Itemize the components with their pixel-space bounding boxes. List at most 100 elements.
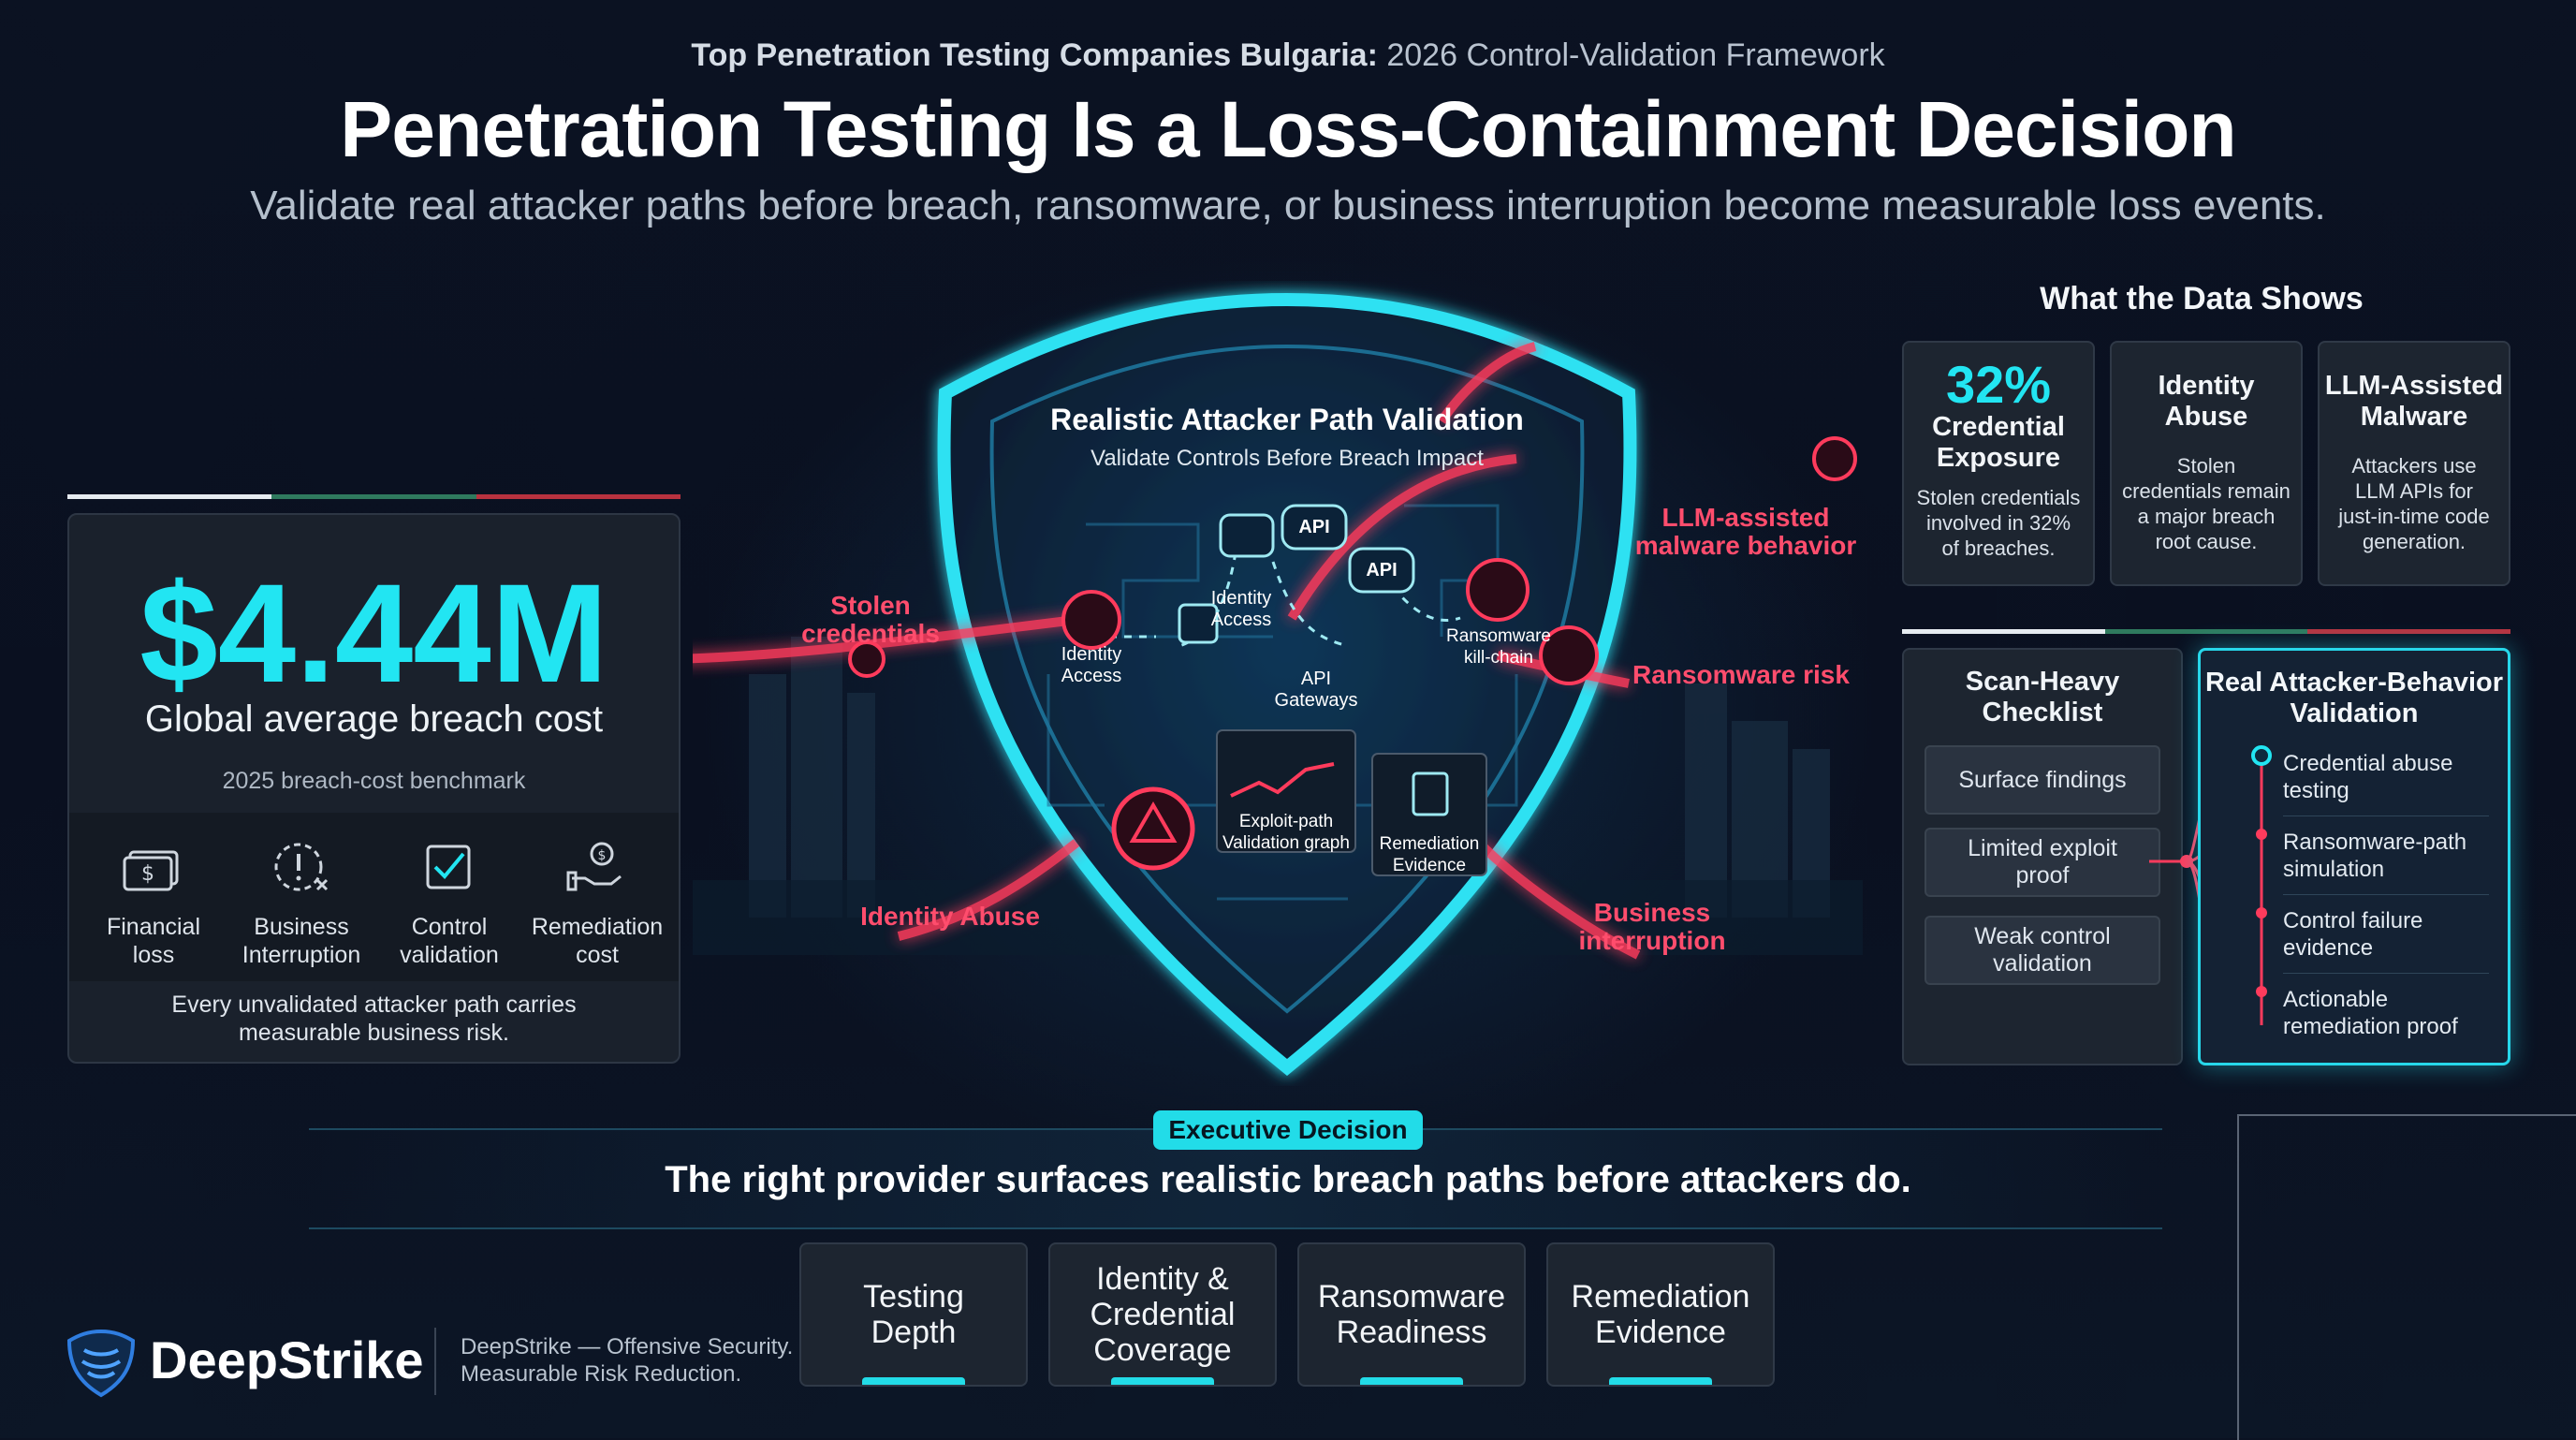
cloud-icon — [1219, 513, 1275, 558]
scan-title-line: Scan-Heavy — [1965, 667, 2120, 697]
threat-label-line: Business — [1593, 898, 1711, 927]
risk-footer-line-1: Every unvalidated attacker path carries — [171, 992, 577, 1018]
criterion-line: Readiness — [1336, 1315, 1487, 1350]
impact-label-2: validation — [400, 942, 499, 968]
threat-identity-abuse: Identity Abuse — [860, 902, 1040, 931]
stat-card-credential-exposure: 32% Credential Exposure Stolen credentia… — [1902, 341, 2095, 586]
tricolor-bar-left — [67, 494, 681, 499]
node-label-line: Access — [1061, 666, 1122, 686]
node-label-line: Identity — [1061, 644, 1122, 665]
real-title-line: Validation — [2290, 698, 2419, 728]
executive-statement: The right provider surfaces realistic br… — [665, 1159, 1911, 1200]
node-api-2: API — [1366, 560, 1398, 580]
criterion-line: Coverage — [1093, 1332, 1232, 1368]
interruption-icon — [274, 843, 329, 891]
brand-tagline: DeepStrike — Offensive Security.Measurab… — [461, 1333, 793, 1388]
impact-label-1: Business — [254, 914, 349, 940]
stat-text-line: credentials remain — [2122, 479, 2291, 503]
breach-cost-benchmark: 2025 breach-cost benchmark — [222, 768, 526, 794]
criterion-line: Credential — [1090, 1297, 1236, 1332]
stat-text-line: Stolen credentials — [1916, 486, 2081, 509]
deepstrike-logo-icon — [66, 1329, 136, 1398]
node-label-line: API — [1300, 669, 1332, 689]
threat-label-line: credentials — [801, 619, 940, 648]
real-item-line: Control failure — [2283, 908, 2423, 933]
scan-title-line: Checklist — [1982, 698, 2103, 727]
scan-item-line: Surface findings — [1958, 766, 2127, 793]
real-item-line: Credential abuse — [2283, 751, 2453, 776]
stat-heading-2: Malware — [2360, 402, 2468, 432]
lock-icon — [1178, 603, 1219, 644]
criterion-line: Identity & — [1096, 1261, 1229, 1297]
node-label-line: Remediation — [1379, 834, 1480, 854]
data-shows-title: What the Data Shows — [2040, 281, 2364, 316]
stat-heading-2: Abuse — [2164, 402, 2248, 432]
real-item-line: evidence — [2283, 935, 2374, 961]
node-label-line: Gateways — [1274, 690, 1358, 711]
corner-frame — [2237, 1114, 2576, 1440]
real-item-line: Ransomware-path — [2283, 830, 2467, 855]
node-label-line: Ransomware — [1446, 626, 1551, 646]
attacker-path-shield-graphic: Realistic Attacker Path Validation Valid… — [693, 281, 1863, 1086]
threat-label-line: interruption — [1578, 926, 1726, 955]
stat-heading-2: Exposure — [1936, 443, 2061, 473]
node-label-line: Evidence — [1392, 856, 1467, 875]
criterion-line: Ransomware — [1317, 1279, 1506, 1315]
real-item-line: Actionable — [2283, 987, 2389, 1012]
criterion-line: Evidence — [1595, 1315, 1726, 1350]
impact-label-1: Control — [411, 914, 488, 940]
real-item-line: simulation — [2283, 857, 2385, 882]
svg-text:$: $ — [598, 848, 607, 863]
breach-cost-panel: $4.44M Global average breach cost 2025 b… — [67, 513, 681, 1064]
breach-cost-label: Global average breach cost — [144, 698, 604, 740]
shield-subtitle: Validate Controls Before Breach Impact — [1090, 446, 1484, 471]
threat-label-line: Stolen — [830, 591, 911, 620]
warning-icon — [1111, 786, 1195, 871]
tricolor-bar-right — [1902, 629, 2511, 634]
shield-alert-icon — [1812, 436, 1857, 481]
stat-heading-1: LLM-Assisted — [2324, 371, 2504, 401]
criterion-line: Remediation — [1571, 1279, 1750, 1315]
stat-text-line: just-in-time code — [2338, 505, 2490, 528]
scan-item-line: Limited exploit — [1968, 835, 2117, 861]
validation-steps-line — [2251, 745, 2272, 1025]
impact-label-1: Financial — [106, 914, 201, 940]
real-title-line: Real Attacker-Behavior — [2204, 668, 2504, 698]
stat-text-line: a major breach — [2137, 505, 2276, 528]
scan-item-line: Weak control — [1974, 923, 2111, 949]
scan-item-line: validation — [1993, 950, 2092, 977]
hand-coin-icon: $ — [566, 842, 622, 891]
real-item-line: remediation proof — [2283, 1014, 2458, 1039]
shield-title: Realistic Attacker Path Validation — [1050, 403, 1524, 436]
page-title: Penetration Testing Is a Loss-Containmen… — [340, 85, 2236, 173]
node-label-line: Access — [1210, 610, 1272, 630]
exploit-graph-card — [1216, 729, 1356, 853]
impact-label-2: Interruption — [242, 942, 361, 968]
risk-footer-line-2: measurable business risk. — [238, 1020, 509, 1046]
brand-divider — [434, 1328, 436, 1395]
ransomware-node — [1466, 558, 1530, 622]
stat-text-line: Attackers use — [2351, 454, 2477, 478]
node-label-line: kill-chain — [1464, 648, 1533, 668]
stat-heading-1: Identity — [2158, 371, 2255, 401]
impact-label-2: loss — [132, 942, 175, 968]
page-subtitle: Validate real attacker paths before brea… — [250, 183, 2326, 228]
